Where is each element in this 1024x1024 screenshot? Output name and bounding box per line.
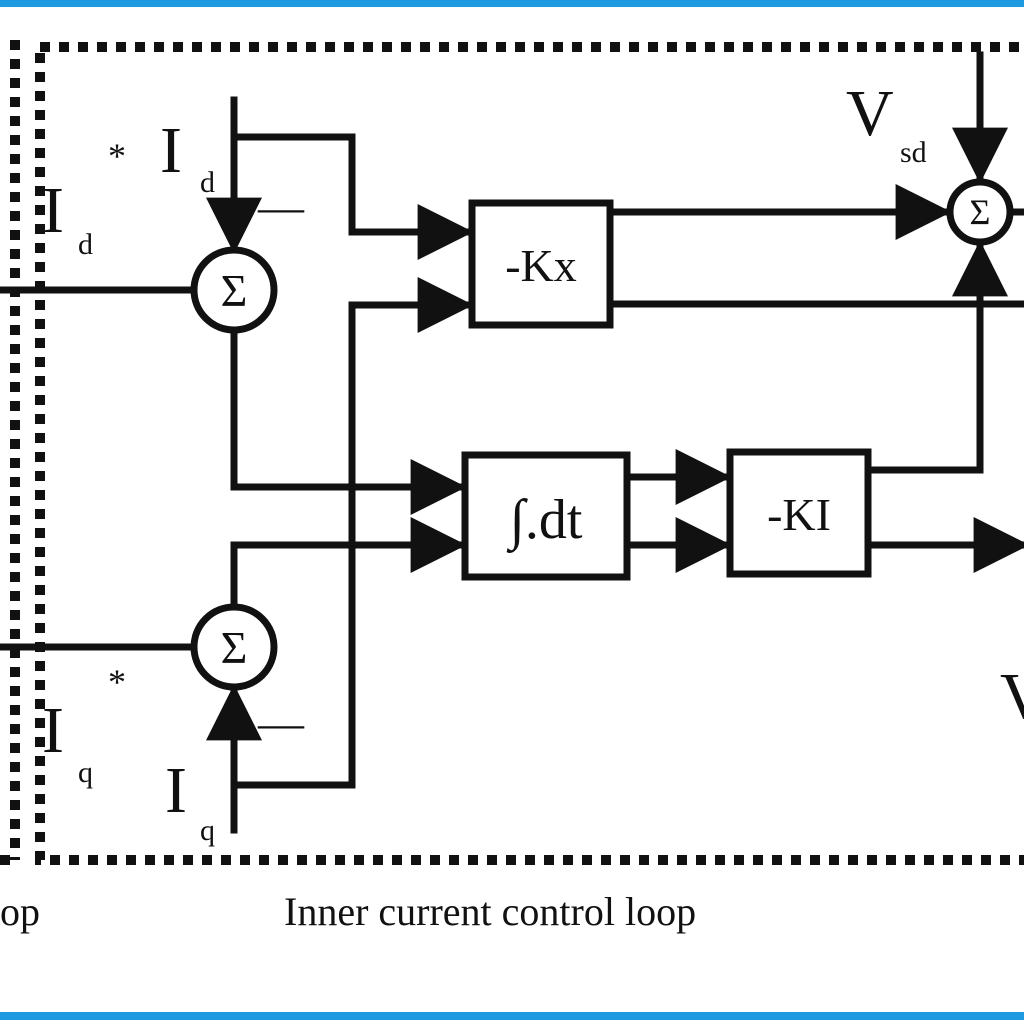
bottom-accent-bar — [0, 1012, 1024, 1020]
minus-sign-q: — — [257, 697, 305, 748]
outer-loop-boundary — [0, 40, 20, 865]
label-vsd-main: V — [846, 77, 894, 150]
label-iq: I q — [165, 754, 215, 847]
label-iq-ref: I q * — [42, 662, 126, 789]
label-id: I d — [42, 174, 93, 261]
label-iq-ref-star: * — [108, 662, 126, 702]
label-id-ref-sub: d — [200, 166, 215, 199]
label-id-main: I — [42, 174, 64, 247]
sum-junction-q: Σ — [190, 603, 278, 691]
sum-junction-d: Σ — [190, 246, 278, 334]
integrator-block-label: ∫.dt — [507, 489, 583, 554]
label-iq-ref-main: I — [42, 694, 64, 767]
integrator-block: ∫.dt — [461, 451, 631, 581]
sum-symbol-vsd: Σ — [970, 192, 991, 232]
inner-loop-caption: Inner current control loop — [284, 889, 696, 934]
ki-block: -KI — [726, 448, 872, 578]
kx-block-label: -Kx — [505, 240, 577, 291]
outer-loop-caption-fragment: op — [0, 889, 40, 934]
label-vsd: V sd — [846, 77, 927, 169]
signal-wires — [0, 51, 1024, 834]
label-id-ref-main: I — [160, 114, 182, 187]
label-v-right: V — [1000, 660, 1024, 733]
label-iq-sub: q — [200, 814, 215, 847]
label-iq-ref-sub: q — [78, 756, 93, 789]
sum-junction-vsd: Σ — [946, 178, 1014, 246]
label-vsd-sub: sd — [900, 136, 927, 169]
label-iq-main: I — [165, 754, 187, 827]
minus-sign-d: — — [257, 181, 305, 232]
label-id-ref: I d * — [108, 114, 215, 199]
ki-block-label: -KI — [767, 489, 831, 540]
sum-symbol-d: Σ — [221, 265, 248, 316]
inner-loop-boundary — [35, 42, 1024, 865]
top-accent-bar — [0, 0, 1024, 7]
label-id-ref-star: * — [108, 136, 126, 176]
sum-symbol-q: Σ — [221, 622, 248, 673]
kx-block: -Kx — [468, 199, 614, 329]
label-id-sub: d — [78, 228, 93, 261]
